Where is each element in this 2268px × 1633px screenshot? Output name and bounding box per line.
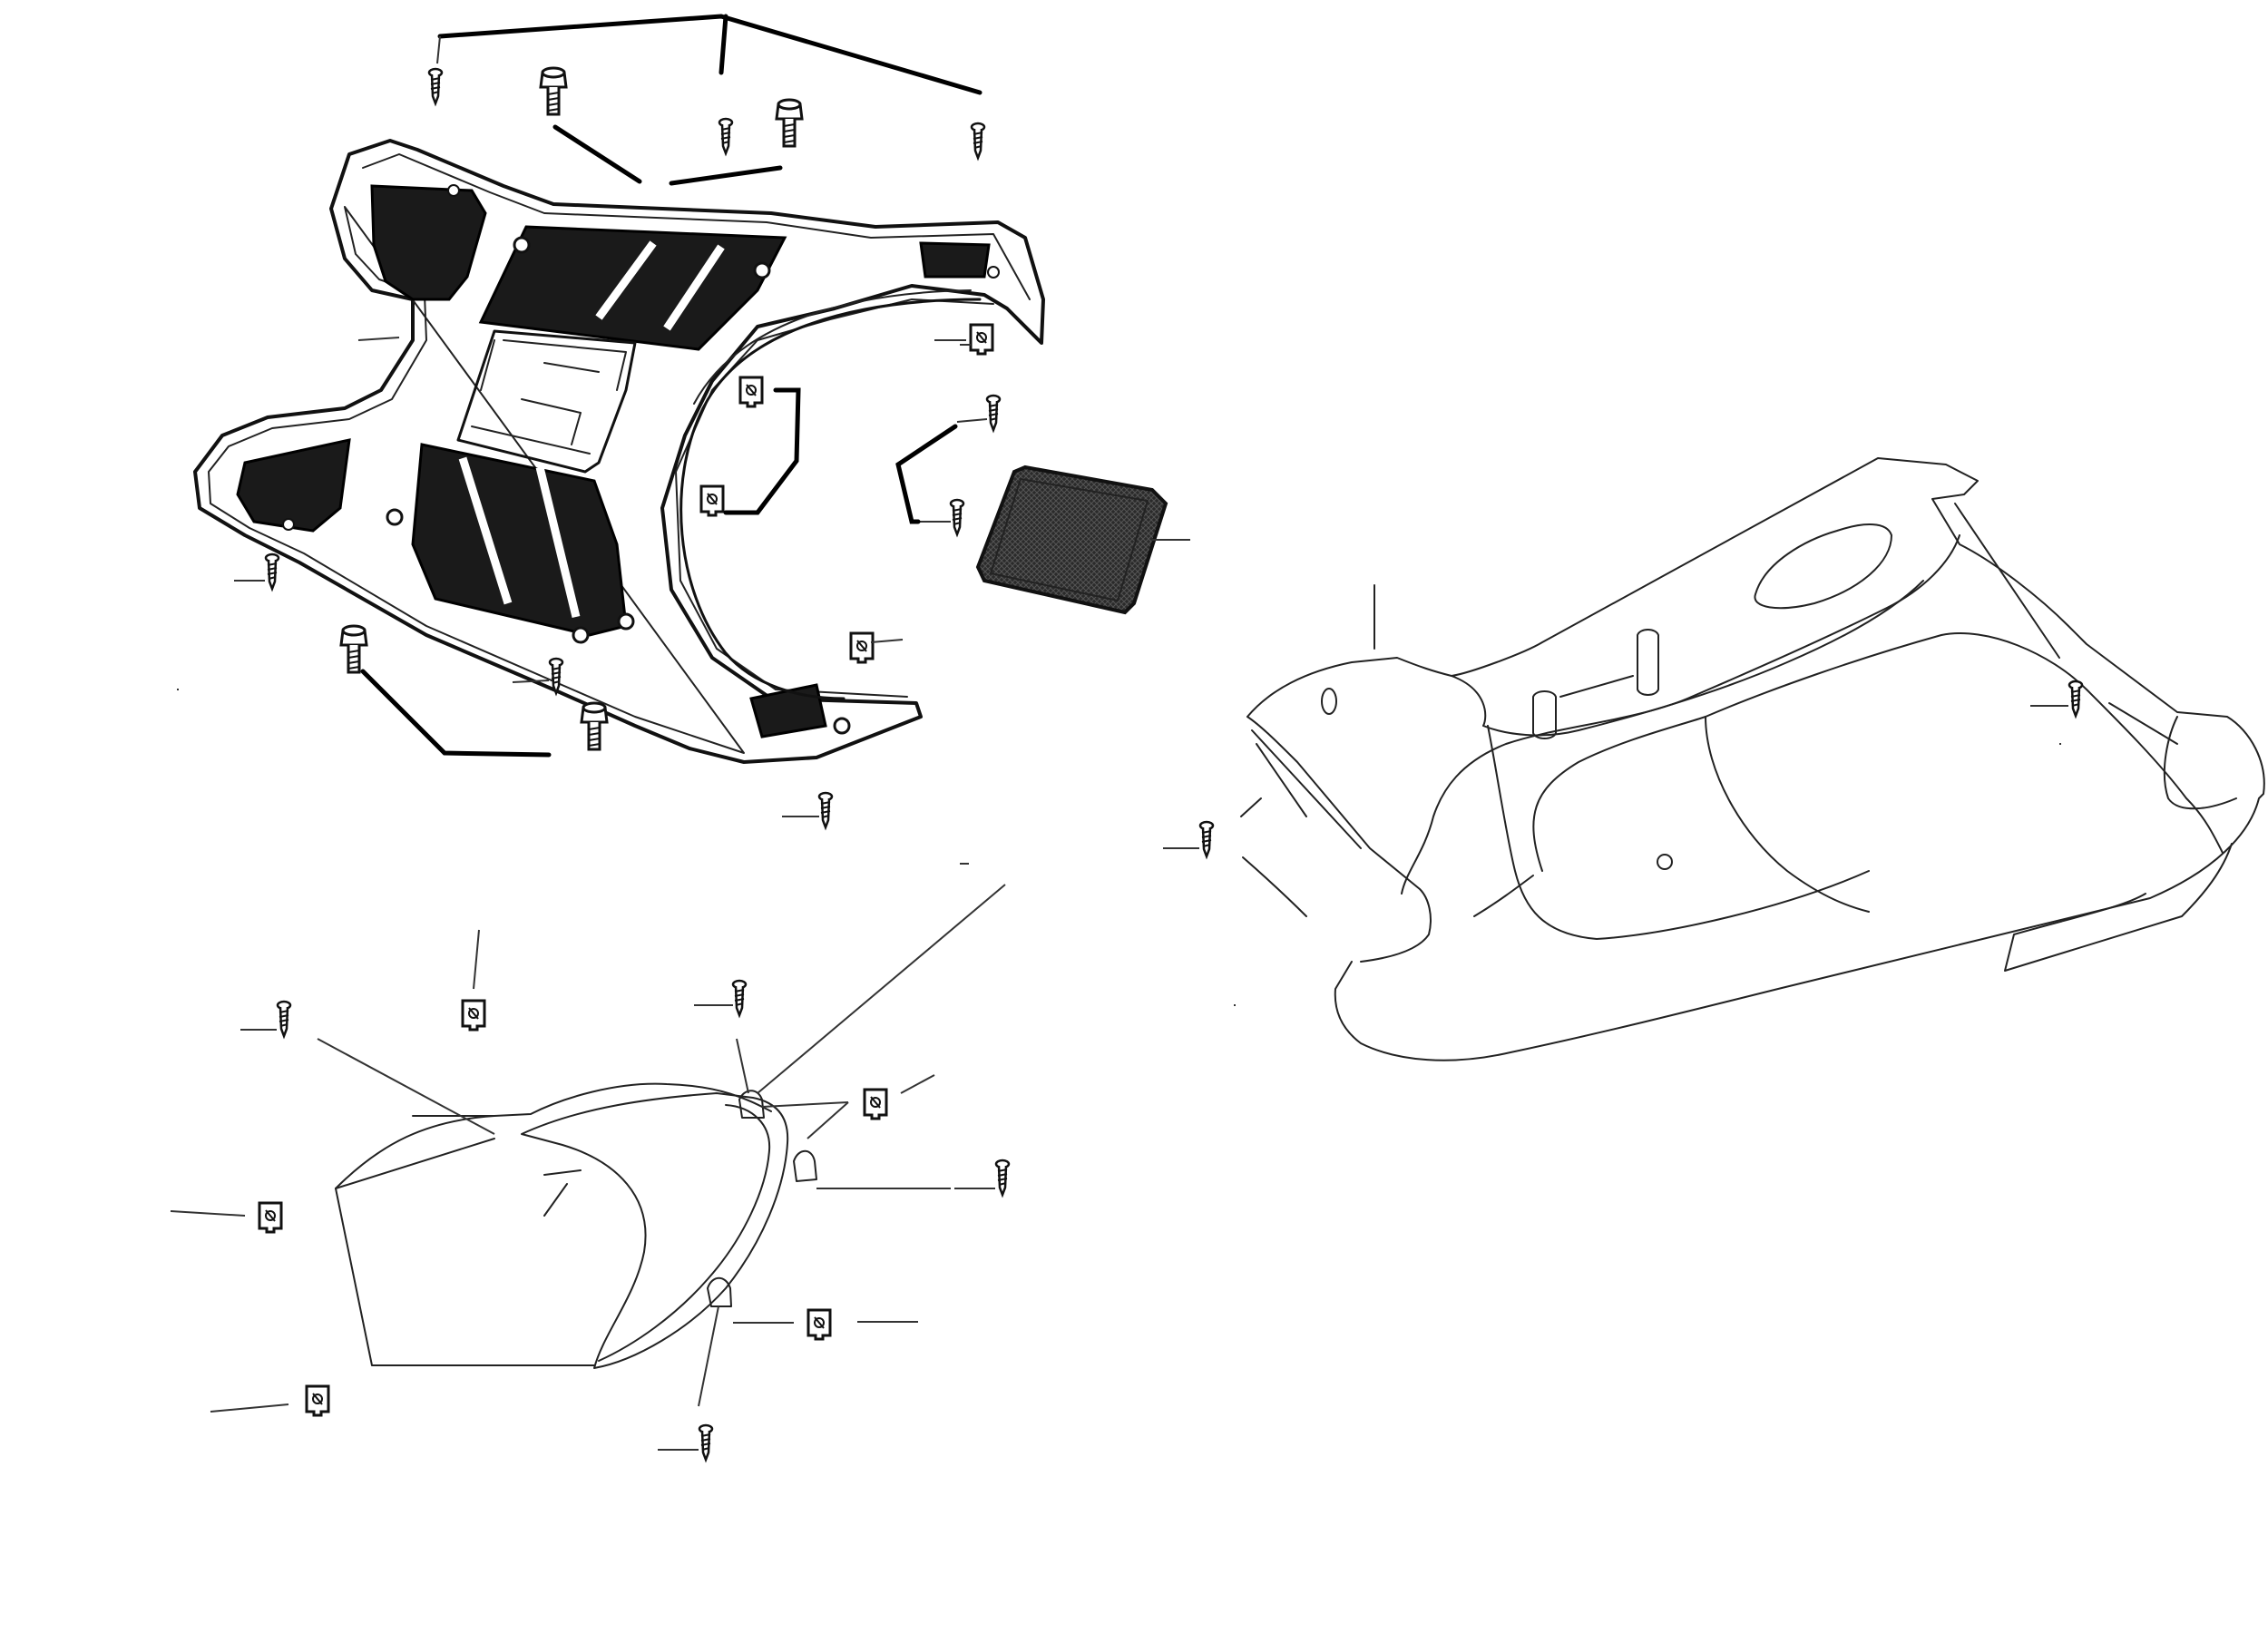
floor-panel-icon [193, 139, 1045, 764]
under-cover-icon [1163, 457, 2265, 1061]
floor-mat-icon [975, 464, 1190, 615]
floor-panel-fasteners [234, 14, 1002, 865]
seat-icon [170, 863, 1011, 1462]
